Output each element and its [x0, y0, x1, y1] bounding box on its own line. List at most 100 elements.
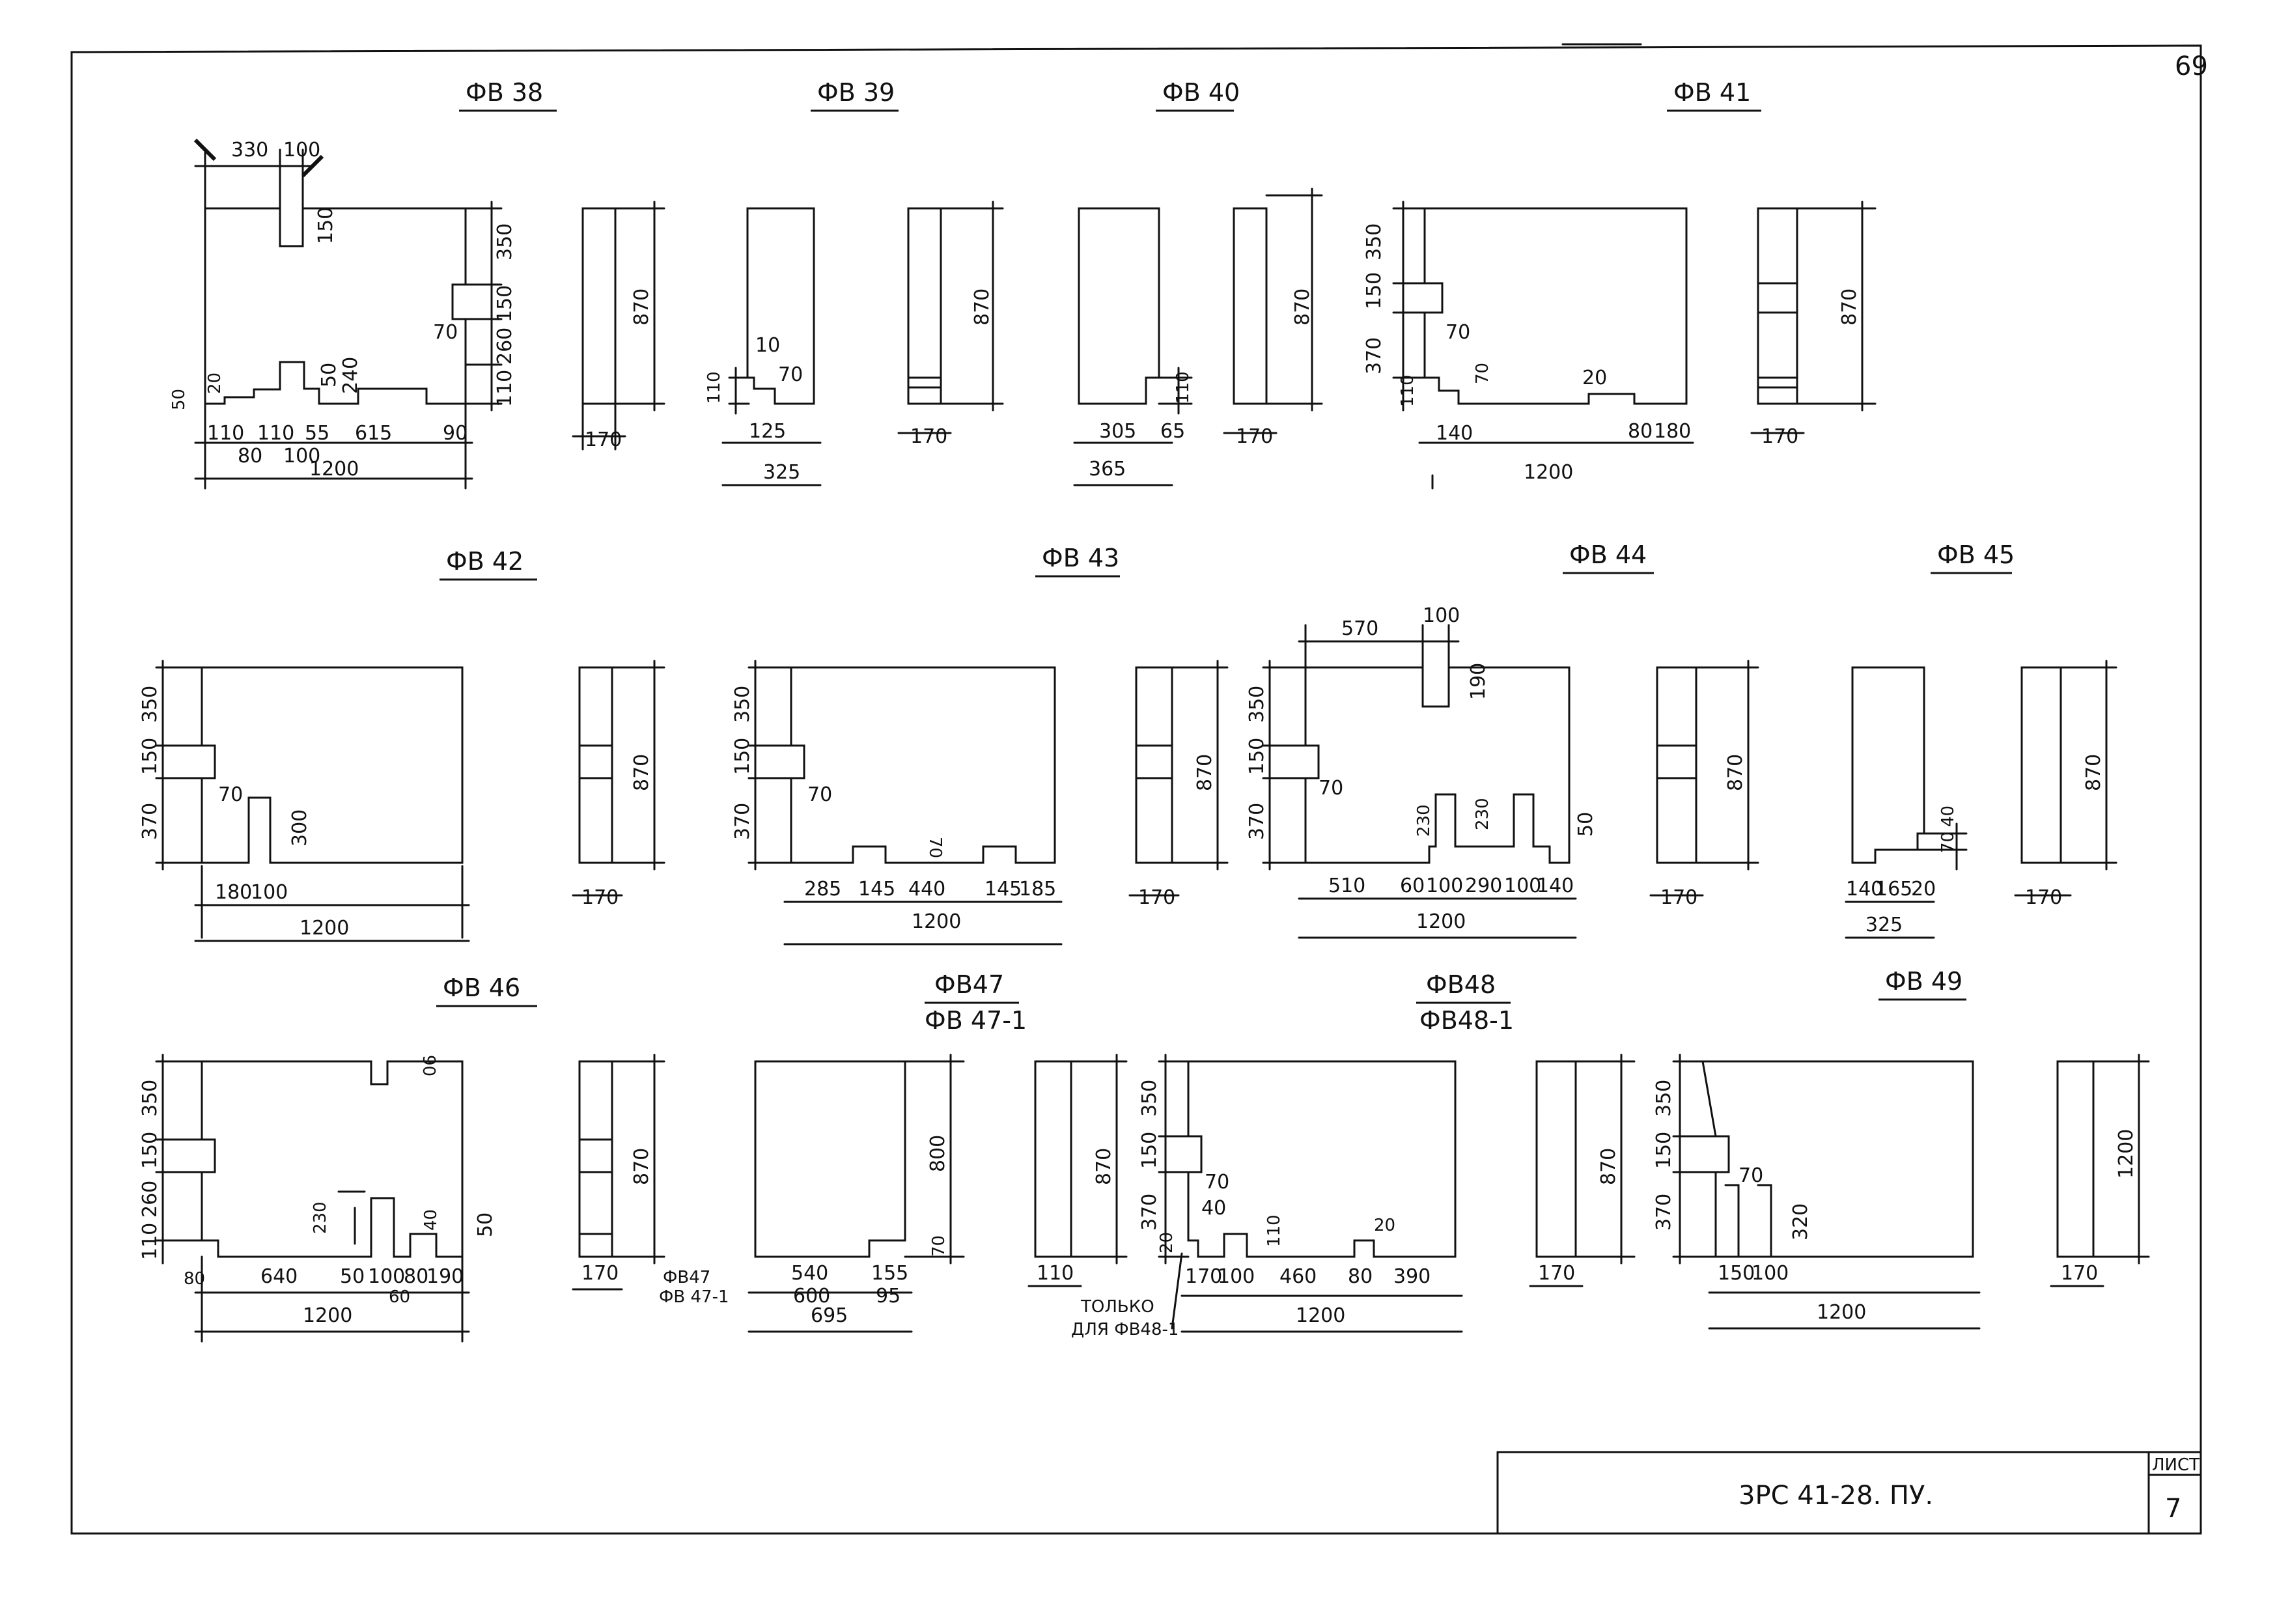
title-block-sheet-label: ЛИСТ [2152, 1455, 2199, 1475]
fv48-note-line2: ДЛЯ ФВ48-1 [1071, 1320, 1179, 1339]
fv46-dim-100: 100 [368, 1265, 405, 1288]
fv46-dim-190: 190 [426, 1265, 464, 1288]
fv45-dim-170: 170 [2025, 886, 2062, 909]
fv47-edge [1034, 1060, 1072, 1258]
fv48-dim-350: 350 [1138, 1080, 1161, 1117]
fv41-dim-70b: 70 [1473, 363, 1492, 384]
fv39-title: ФВ 39 [817, 78, 895, 107]
fv39-dim-125: 125 [749, 420, 786, 443]
fv46-dim-110: 110 [139, 1223, 161, 1260]
fv42-edge [578, 666, 613, 864]
fv49-dim-100: 100 [1752, 1262, 1789, 1285]
fv38-dim-260: 260 [494, 328, 516, 365]
fv44-dim-100b: 100 [1426, 875, 1463, 897]
fv38-dim-615: 615 [355, 422, 392, 445]
fv38-dim-20: 20 [205, 372, 225, 394]
panel-fv38 [195, 150, 665, 490]
fv38-dim-240: 240 [339, 357, 362, 394]
fv42-dim-300: 300 [288, 809, 311, 847]
fv48-dim-390: 390 [1393, 1265, 1431, 1288]
fv49-dim-150: 150 [1653, 1132, 1675, 1169]
fv48-dim-1200: 1200 [1296, 1304, 1345, 1327]
fv46-elevation [201, 1060, 464, 1258]
fv45-title: ФВ 45 [1937, 540, 2015, 569]
fv44-dim-870: 870 [1724, 754, 1747, 791]
fv49-dim-1200b: 1200 [2115, 1129, 2138, 1179]
fv46-dim-80b: 80 [404, 1265, 428, 1288]
fv48-dim-20b: 20 [1374, 1216, 1395, 1235]
fv41-dim-140: 140 [1436, 422, 1473, 445]
fv41-dim-1200: 1200 [1524, 461, 1573, 484]
fv38-dim-110b: 110 [207, 422, 244, 445]
fv47-note-line2: ФВ 47-1 [659, 1287, 729, 1307]
fv38-dim-350: 350 [494, 223, 516, 260]
fv38-dim-100b: 100 [283, 445, 320, 468]
fv38-title: ФВ 38 [466, 78, 543, 107]
fv44-edge [1656, 666, 1697, 864]
fv41-dim-170: 170 [1761, 425, 1798, 448]
fv41-dim-870: 870 [1838, 288, 1861, 326]
fv40-elevation [1078, 207, 1160, 405]
fv44-title: ФВ 44 [1569, 540, 1647, 569]
fv48-title: ФВ48 [1426, 970, 1496, 999]
fv47-subtitle: ФВ 47-1 [925, 1006, 1027, 1035]
fv44-dim-350: 350 [1246, 686, 1268, 723]
fv45-dim-870: 870 [2082, 754, 2105, 791]
fv46-dim-230: 230 [311, 1201, 330, 1234]
fv41-dim-370: 370 [1363, 337, 1386, 374]
fv38-dim-110c: 110 [257, 422, 294, 445]
fv40-dim-305: 305 [1099, 420, 1136, 443]
fv46-dim-50: 50 [474, 1212, 497, 1237]
fv40-dim-110: 110 [1173, 371, 1193, 404]
fv42-dim-180: 180 [215, 881, 252, 904]
fv47-dim-95: 95 [876, 1285, 901, 1308]
fv47-dim-695: 695 [811, 1304, 848, 1327]
fv43-dim-70: 70 [807, 783, 832, 806]
fv48-dim-170: 170 [1185, 1265, 1222, 1288]
fv44-dim-150: 150 [1246, 738, 1268, 775]
fv48-dim-100: 100 [1218, 1265, 1255, 1288]
fv47-dim-70: 70 [929, 1235, 949, 1257]
fv45-dim-325: 325 [1865, 914, 1903, 936]
fv47-dim-870: 870 [1093, 1148, 1115, 1185]
panel-fv44 [1262, 624, 1759, 939]
fv49-dim-150b: 150 [1718, 1262, 1755, 1285]
fv46-dim-40: 40 [421, 1209, 441, 1231]
fv44-dim-230: 230 [1414, 804, 1434, 837]
fv46-dim-350: 350 [139, 1080, 161, 1117]
fv42-dim-870: 870 [630, 754, 653, 791]
fv48-dim-110: 110 [1264, 1214, 1284, 1247]
fv43-dim-870: 870 [1194, 754, 1216, 791]
fv48-dim-20: 20 [1157, 1232, 1177, 1253]
fv43-edge [1135, 666, 1173, 864]
fv38-dim-50b: 50 [169, 389, 189, 410]
fv49-title: ФВ 49 [1885, 967, 1962, 996]
fv38-dim-100: 100 [283, 139, 320, 161]
fv43-dim-70b: 70 [925, 837, 945, 858]
fv42-dim-170: 170 [581, 886, 619, 909]
fv44-elevation [1304, 666, 1571, 864]
fv49-dim-70: 70 [1738, 1164, 1763, 1187]
fv45-edge [2020, 666, 2062, 864]
fv44-dim-570: 570 [1341, 617, 1378, 640]
panel-fv46 [155, 1054, 665, 1343]
fv46-dim-150: 150 [139, 1132, 161, 1169]
title-block-code: 3РС 41-28. ПУ. [1738, 1481, 1933, 1511]
fv38-dim-80: 80 [238, 445, 262, 468]
fv41-title: ФВ 41 [1673, 78, 1751, 107]
fv41-dim-180: 180 [1654, 420, 1691, 443]
fv45-dim-20: 20 [1911, 878, 1936, 901]
fv38-dim-50: 50 [318, 363, 341, 387]
fv38-dim-150: 150 [314, 207, 337, 244]
fv39-dim-110: 110 [705, 371, 724, 404]
fv41-dim-110: 110 [1398, 374, 1417, 407]
fv39-dim-70: 70 [778, 363, 803, 386]
fv41-dim-150: 150 [1363, 272, 1386, 309]
fv48-note-line1: ТОЛЬКО [1080, 1297, 1154, 1317]
fv49-dim-170: 170 [2061, 1262, 2098, 1285]
fv43-dim-150: 150 [731, 738, 754, 775]
fv39-dim-870: 870 [971, 288, 994, 326]
fv46-dim-170: 170 [581, 1262, 619, 1285]
fv47-dim-800: 800 [927, 1135, 949, 1172]
